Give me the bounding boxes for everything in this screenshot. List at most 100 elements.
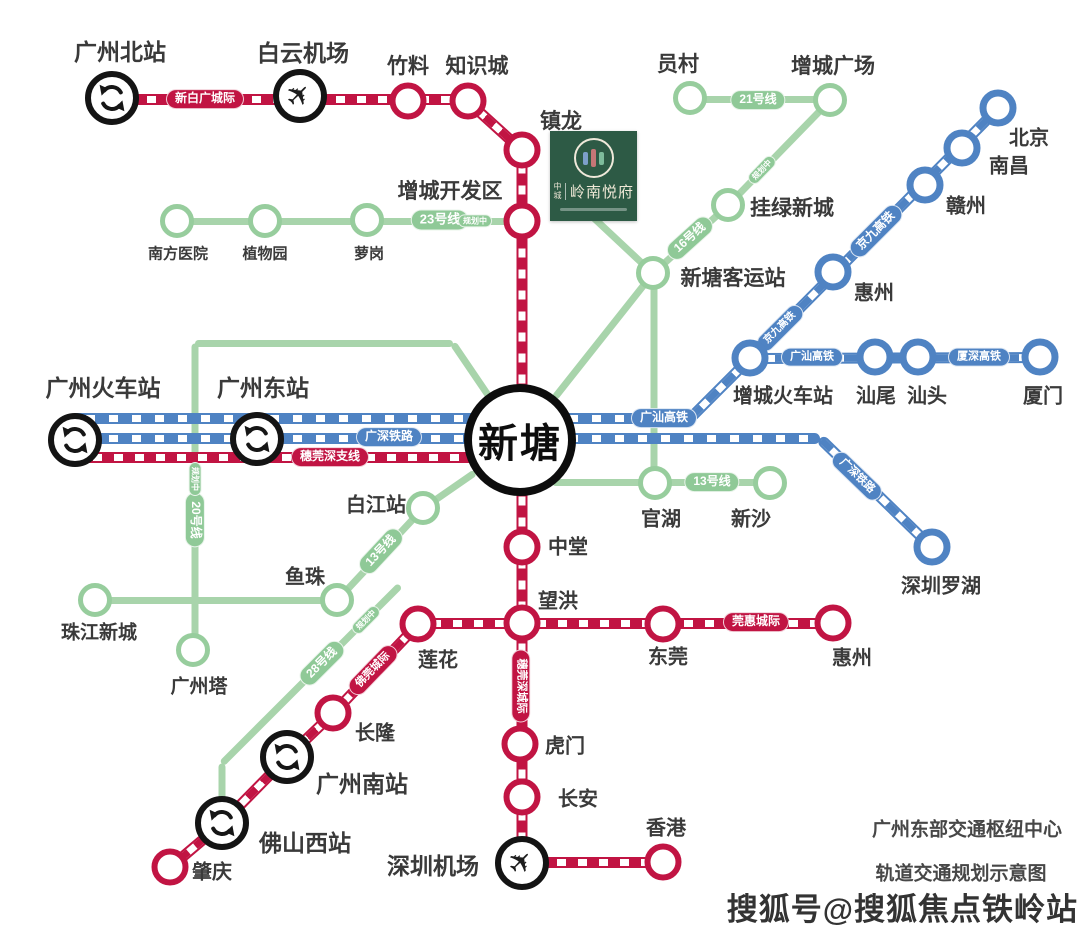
station-zhongtang: [503, 528, 541, 566]
label-guangzhou-huochezhan: 广州火车站: [45, 375, 161, 401]
label-luogang: 萝岗: [353, 245, 385, 263]
label-shenzhen-luohu: 深圳罗湖: [901, 575, 981, 598]
label-hongkong: 香港: [646, 817, 686, 840]
line-pill-suiwanshen-chengji: 穗莞深城际: [511, 649, 531, 723]
station-guangzhou-huochezhan: [48, 413, 102, 467]
label-ganzhou: 赣州: [946, 195, 986, 218]
label-changan: 长安: [558, 788, 598, 811]
line-pill-guangshen-tielu-1: 广深铁路: [355, 427, 423, 447]
watermark: 搜狐号@搜狐焦点铁岭站: [726, 892, 1078, 927]
line-pill-line16: 16号线: [662, 212, 718, 264]
label-nanfang-yiyuan: 南方医院: [147, 245, 209, 263]
label-xinsha: 新沙: [731, 508, 771, 531]
label-zhujiang-xincheng: 珠江新城: [60, 622, 138, 644]
label-lianhua: 莲花: [418, 649, 458, 672]
station-gualv-xincheng: [711, 188, 745, 222]
label-xiamen: 厦门: [1023, 385, 1063, 408]
station-guanhu: [638, 466, 672, 500]
station-hongkong: [644, 843, 682, 881]
station-xiamen: [1021, 338, 1059, 376]
station-zengcheng-kaifaqu: [503, 202, 541, 240]
station-guangzhou-south: [260, 730, 314, 784]
segment-guangshen-tielu: [70, 432, 820, 444]
station-xintang-label: 新塘: [478, 422, 562, 466]
label-zhenlong: 镇龙: [540, 110, 582, 133]
station-nanchang: [943, 129, 981, 167]
segment-line16-hub: [551, 270, 656, 401]
label-nanchang: 南昌: [989, 155, 1029, 178]
logo-bar-icon: [599, 151, 604, 165]
station-yuancun: [673, 81, 707, 115]
station-zengcheng-guangchang: [813, 83, 847, 117]
station-yuzhu: [320, 583, 354, 617]
label-xintang-keyunzhan: 新塘客运站: [680, 267, 786, 290]
station-shenzhen-luohu: [913, 528, 951, 566]
line-pill-line16-plan: 规划中: [745, 153, 779, 187]
label-foshan-west: 佛山西站: [259, 830, 351, 856]
station-changan: [503, 778, 541, 816]
map-title-line1: 广州东部交通枢纽中心: [871, 819, 1063, 841]
line-pill-line20: 20号线: [185, 492, 205, 548]
station-huizhou-jingjiu: [814, 253, 852, 291]
airplane-icon: ✈: [501, 842, 543, 884]
station-ganzhou: [906, 166, 944, 204]
station-shantou: [899, 338, 937, 376]
station-shenzhen-airport: ✈: [495, 836, 549, 890]
label-zhongtang: 中堂: [548, 536, 588, 559]
station-beijing: [979, 89, 1017, 127]
label-guangzhou-south: 广州南站: [316, 771, 408, 797]
station-xintang-keyunzhan: [636, 256, 670, 290]
logo-prefix: 中城: [553, 182, 566, 201]
logo-text: 中城 岭南悦府: [550, 181, 637, 202]
label-huizhou-jingjiu: 惠州: [854, 282, 894, 305]
label-zhuliao: 竹料: [387, 55, 429, 78]
label-guangzhou-north: 广州北站: [74, 39, 166, 65]
segment-line20-diag: [450, 341, 492, 398]
label-beijing: 北京: [1009, 127, 1049, 150]
line-pill-xinbaiguang: 新白广城际: [165, 89, 245, 109]
label-dongguan: 东莞: [648, 646, 688, 669]
station-guangzhou-north: [85, 71, 139, 125]
label-zengcheng-huochezhan: 增城火车站: [733, 385, 833, 408]
label-shantou: 汕头: [907, 385, 947, 408]
label-zhaoqing: 肇庆: [192, 861, 232, 884]
station-changlong: [314, 694, 352, 732]
station-dongguan: [644, 605, 682, 643]
map-title-line2: 轨道交通规划示意图: [875, 863, 1047, 885]
line-pill-guangshen-tielu-2: 广深铁路: [828, 447, 886, 505]
line-pill-line13-diag: 13号线: [354, 524, 408, 578]
station-xintang: 新塘: [464, 384, 576, 496]
station-lianhua: [399, 605, 437, 643]
segment-zhujiang-branch: [95, 596, 337, 604]
label-shanwei: 汕尾: [856, 385, 896, 408]
line-pill-guangshan-2: 广汕高铁: [781, 347, 843, 367]
segment-line20-horiz: [195, 339, 453, 347]
line-pill-line21: 21号线: [730, 90, 786, 110]
station-huizhou-wanhui: [814, 604, 852, 642]
label-wanghong: 望洪: [538, 590, 578, 613]
logo-title: 岭南悦府: [569, 185, 634, 201]
line-pill-wanhui: 莞惠城际: [722, 612, 790, 632]
station-guangzhou-east: [230, 412, 284, 466]
line-pill-line23-plan: 规划中: [458, 214, 492, 228]
label-zengcheng-guangchang: 增城广场: [791, 55, 875, 78]
station-nanfang-yiyuan: [160, 204, 194, 238]
label-humen: 虎门: [545, 735, 585, 758]
label-huizhou-wanhui: 惠州: [832, 647, 872, 670]
interchange-arrows-icon: [274, 743, 300, 771]
line-pill-line28: 28号线: [295, 636, 349, 690]
station-zhishicheng: [449, 82, 487, 120]
station-zhuliao: [389, 82, 427, 120]
label-shenzhen-airport: 深圳机场: [387, 853, 479, 879]
station-baiyun-airport: ✈: [273, 69, 327, 123]
label-baiyun-airport: 白云机场: [257, 40, 349, 66]
segment-line16-guanhu: [650, 273, 658, 483]
label-yuancun: 员村: [657, 53, 699, 76]
label-zhishicheng: 知识城: [445, 55, 509, 78]
label-zengcheng-kaifaqu: 增城开发区: [397, 180, 503, 203]
label-guangzhou-east: 广州东站: [217, 375, 309, 401]
station-humen: [501, 725, 539, 763]
station-guangzhou-ta: [176, 633, 210, 667]
airplane-icon: ✈: [279, 75, 321, 117]
logo-emblem-icon: [573, 138, 614, 178]
